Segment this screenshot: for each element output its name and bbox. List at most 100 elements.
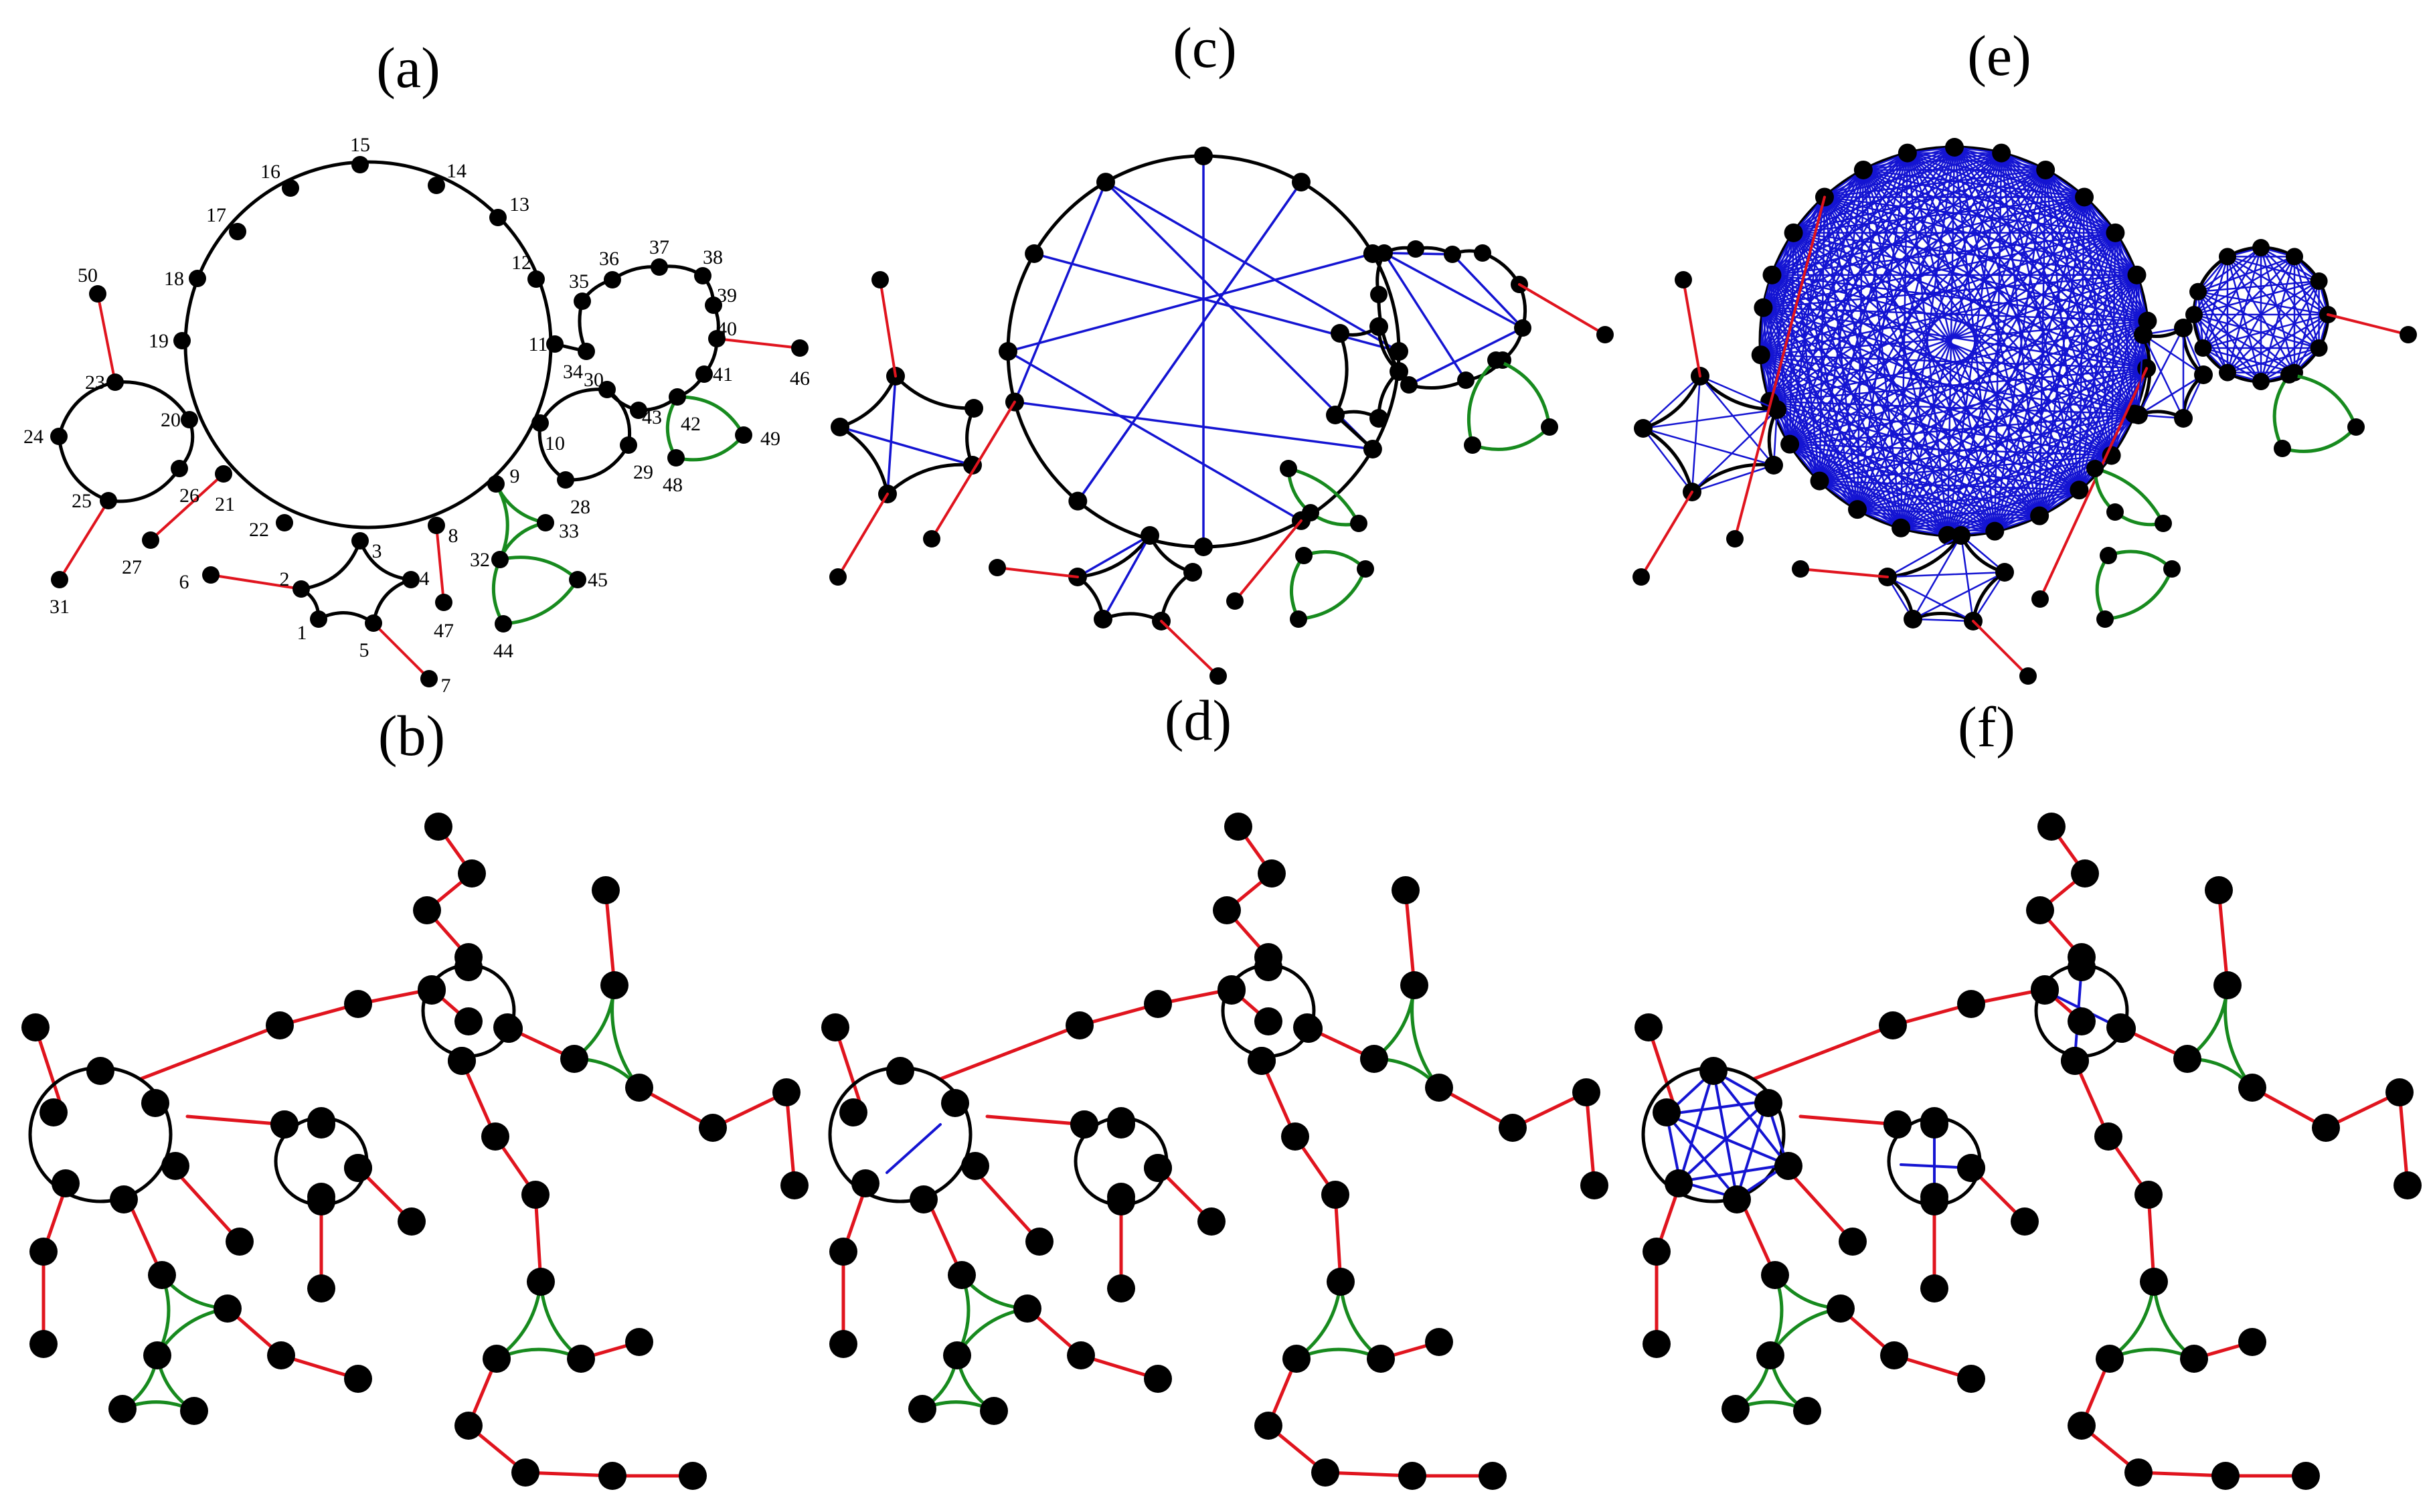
triangle-edge xyxy=(2094,467,2165,525)
cycle-edge xyxy=(839,425,890,495)
added-edge xyxy=(1994,320,2149,532)
graph-node xyxy=(2124,1458,2153,1487)
node xyxy=(2036,160,2055,179)
triangle-edge xyxy=(2282,426,2357,453)
node xyxy=(1904,610,1922,628)
graph-node xyxy=(1213,896,1241,924)
cycle-edge xyxy=(57,436,109,503)
node-46 xyxy=(791,339,809,357)
added-edge xyxy=(1451,253,1524,329)
node xyxy=(999,342,1017,361)
graph-node xyxy=(780,1171,809,1199)
cycle-edge xyxy=(1333,333,1349,416)
node xyxy=(2019,667,2037,685)
graph-node xyxy=(943,1341,971,1369)
tree-edge xyxy=(2039,367,2149,600)
graph-node xyxy=(1879,1011,1907,1039)
graph-node xyxy=(521,1181,550,1209)
graph-node xyxy=(148,1261,176,1289)
graph-node xyxy=(1398,1462,1426,1490)
added-edge xyxy=(2202,256,2296,349)
added-edge xyxy=(1946,367,2148,537)
added-edge xyxy=(1762,152,1909,309)
triangle-edge xyxy=(494,483,509,560)
tree-edge xyxy=(985,1114,1086,1126)
graph-node xyxy=(1699,1057,1728,1085)
tree-edge xyxy=(533,1193,543,1284)
node xyxy=(1726,530,1744,548)
graph-node xyxy=(2037,813,2066,841)
added-edge xyxy=(1760,232,2116,356)
graph-node xyxy=(1218,975,1246,1003)
added-edge xyxy=(1076,534,1151,578)
node xyxy=(1369,409,1388,428)
graph-node xyxy=(772,1078,801,1106)
node-13 xyxy=(489,209,507,226)
node-48 xyxy=(667,449,685,467)
added-edge xyxy=(1762,307,2149,322)
node-label-20: 20 xyxy=(161,409,181,431)
graph-node xyxy=(1920,1110,1948,1139)
node-45 xyxy=(569,571,586,588)
node xyxy=(2100,547,2117,564)
node xyxy=(1350,515,1367,532)
added-edge xyxy=(1762,307,1859,511)
added-edge xyxy=(1788,367,2148,445)
cycle-edge xyxy=(301,540,362,591)
added-edge xyxy=(1679,1163,1788,1183)
node-label-31: 31 xyxy=(50,596,70,618)
added-edge xyxy=(2142,333,2205,376)
tree-edge xyxy=(149,473,225,541)
graph-node xyxy=(2061,1047,2089,1075)
graph-node xyxy=(418,975,446,1003)
added-edge xyxy=(1762,307,1996,532)
added-edge xyxy=(1013,181,1107,404)
node xyxy=(2252,373,2270,390)
added-edge xyxy=(2202,347,2262,383)
added-edge xyxy=(1760,353,1949,537)
added-edge xyxy=(1665,1113,1788,1166)
added-edge xyxy=(1886,571,2006,578)
added-edge xyxy=(1762,307,2136,415)
cycle-edge xyxy=(1691,463,1774,493)
added-edge xyxy=(2142,333,2185,420)
node-30 xyxy=(598,381,616,398)
node-label-44: 44 xyxy=(493,640,513,662)
added-edge xyxy=(1912,571,2006,620)
tree-edge xyxy=(1682,278,1701,377)
graph-node xyxy=(448,1047,476,1075)
added-edge xyxy=(1699,375,1775,467)
triangle-edge xyxy=(610,985,641,1089)
graph-node xyxy=(2385,1078,2414,1106)
node-36 xyxy=(604,271,621,288)
node-41 xyxy=(695,365,713,383)
tree-edge xyxy=(938,1023,1082,1081)
added-edge xyxy=(1762,307,1821,482)
node xyxy=(2096,610,2114,628)
node-label-19: 19 xyxy=(149,330,169,352)
tree-edge xyxy=(930,400,1016,540)
node-label-12: 12 xyxy=(511,252,531,274)
tree-edge xyxy=(435,524,445,604)
graph-node xyxy=(511,1458,539,1487)
graph-node xyxy=(1107,1110,1135,1139)
panel-a: 1234567891011121314151617181920212223242… xyxy=(23,134,810,697)
tree-edge xyxy=(1738,1196,1777,1277)
graph-node xyxy=(1880,1341,1908,1369)
graph-node xyxy=(270,1110,299,1139)
added-edge xyxy=(1691,375,1701,493)
added-edge xyxy=(1762,274,2138,309)
triangle-edge xyxy=(499,556,579,581)
tree-edge xyxy=(1972,620,2029,677)
graph-node xyxy=(1722,1395,1750,1423)
cycle-edge xyxy=(1642,426,1694,493)
graph-node xyxy=(413,896,441,924)
node xyxy=(2185,306,2203,323)
graph-node xyxy=(2011,1207,2039,1236)
graph-node xyxy=(1920,1274,1948,1303)
graph-node xyxy=(180,1397,208,1425)
tree-edge xyxy=(33,1025,66,1115)
node xyxy=(1487,351,1505,369)
node xyxy=(1764,456,1783,475)
